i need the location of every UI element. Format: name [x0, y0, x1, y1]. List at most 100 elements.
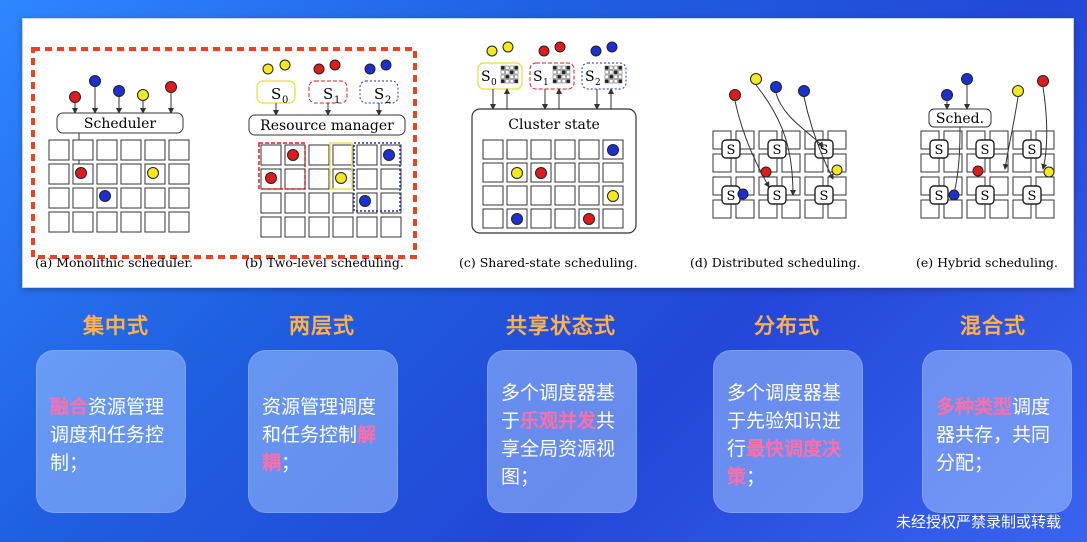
- highlight-dashed-frame: [31, 47, 417, 259]
- mini-state-cell: [613, 70, 618, 75]
- grid-cell: [554, 162, 576, 183]
- mini-state-cell: [557, 65, 562, 70]
- mini-state-cell: [609, 70, 614, 75]
- scheduler-node: [975, 185, 995, 205]
- c-s2-label: S: [585, 69, 595, 85]
- card-text-distributed: 多个调度器基于先验知识进行最快调度决策；: [727, 382, 842, 488]
- grid-cell: [120, 139, 142, 161]
- c-s2-subscript: 2: [595, 78, 601, 88]
- mini-state-cell: [552, 74, 557, 79]
- card-text-hybrid: 多种类型调度器共存，共同分配；: [936, 396, 1051, 474]
- scheduler-node-label: S: [1028, 189, 1037, 204]
- card-centralized: 融合资源管理调度和任务控制；: [36, 350, 186, 513]
- mini-state-cell: [609, 65, 614, 70]
- two-level-diagram: S 0 S 1 S 2 Resource manager: [248, 59, 406, 238]
- mini-state-cell: [604, 79, 609, 84]
- grid-cell: [120, 211, 142, 233]
- mini-state-cell: [566, 65, 571, 70]
- scheduler-node: [814, 185, 834, 205]
- mini-state-cell: [566, 79, 571, 84]
- scheduling-diagrams: Scheduler (a) Monolithic scheduler. S 0 …: [31, 41, 1058, 270]
- grid-cell: [554, 208, 576, 229]
- s1-subscript: 1: [334, 95, 340, 106]
- grid-cell: [530, 185, 552, 206]
- card-shared-state: 多个调度器基于乐观并发共享全局资源视图；: [487, 350, 637, 513]
- mini-state-cell: [613, 74, 618, 79]
- card-text-shared-state: 多个调度器基于乐观并发共享全局资源视图；: [501, 382, 616, 488]
- mini-state-cell: [609, 79, 614, 84]
- mini-state-cell: [604, 74, 609, 79]
- mini-state-cell: [514, 70, 519, 75]
- highlight-text: 融合: [50, 396, 89, 418]
- s2-subscript: 2: [385, 95, 391, 106]
- grid-cell: [260, 216, 282, 238]
- grid-cell: [96, 211, 118, 233]
- mini-state-cell: [509, 70, 514, 75]
- grid-cell: [72, 139, 94, 161]
- mini-state-cell: [552, 79, 557, 84]
- grid-cell: [827, 199, 847, 219]
- mini-state-cell: [561, 65, 566, 70]
- mini-state-cell: [505, 79, 510, 84]
- mini-state-cell: [561, 70, 566, 75]
- mini-state-cell: [618, 79, 623, 84]
- scheduler-node-label: S: [935, 189, 944, 204]
- card-two-level: 资源管理调度和任务控制解耦；: [248, 350, 398, 513]
- mini-state-cell: [566, 74, 571, 79]
- highlight-text: 乐观并发: [520, 410, 597, 432]
- grid-cell: [48, 187, 70, 209]
- grid-cell: [332, 192, 354, 214]
- mini-state-cell: [552, 70, 557, 75]
- scheduler-node-label: S: [935, 143, 944, 158]
- mini-state-cell: [509, 79, 514, 84]
- grid-cell: [168, 163, 190, 185]
- grid-cell: [482, 185, 504, 206]
- card-distributed: 多个调度器基于先验知识进行最快调度决策；: [713, 350, 863, 513]
- grid-cell: [380, 216, 402, 238]
- grid-cell: [578, 139, 600, 160]
- mini-state-cell: [557, 79, 562, 84]
- highlight-text: 解耦: [262, 424, 377, 474]
- grid-cell: [380, 192, 402, 214]
- category-title-shared-state: 共享状态式: [506, 314, 616, 338]
- mini-state-cell: [500, 74, 505, 79]
- grid-cell: [602, 208, 624, 229]
- grid-cell: [506, 139, 528, 160]
- mini-state-cell: [618, 65, 623, 70]
- grid-cell: [482, 208, 504, 229]
- mini-state-cell: [552, 65, 557, 70]
- grid-cell: [96, 139, 118, 161]
- cluster-state-label: Cluster state: [508, 117, 600, 133]
- caption-c: (c) Shared-state scheduling.: [459, 255, 638, 270]
- mini-state-cell: [604, 70, 609, 75]
- grid-cell: [482, 162, 504, 183]
- grid-cell: [144, 211, 166, 233]
- grid-cell: [943, 153, 963, 173]
- grid-cell: [284, 192, 306, 214]
- mini-state-cell: [613, 79, 618, 84]
- grid-cell: [578, 185, 600, 206]
- scheduler-node: [767, 139, 787, 159]
- grid-cell: [144, 187, 166, 209]
- scheduler-node-label: S: [773, 189, 782, 204]
- category-title-hybrid: 混合式: [960, 314, 1026, 338]
- category-title-two-level: 两层式: [289, 314, 355, 338]
- grid-cell: [356, 168, 378, 190]
- shared-state-diagram: S 0 S 1 S 2 Cluster state: [471, 41, 637, 234]
- scheduler-node-label: S: [981, 189, 990, 204]
- mini-state-cell: [514, 74, 519, 79]
- caption-a: (a) Monolithic scheduler.: [35, 255, 193, 270]
- s0-subscript: 0: [282, 95, 288, 106]
- scheduler-node: [1022, 139, 1042, 159]
- grid-cell: [284, 216, 306, 238]
- mini-state-cell: [509, 74, 514, 79]
- grid-cell: [308, 216, 330, 238]
- mini-state-cell: [505, 74, 510, 79]
- grid-cell: [168, 139, 190, 161]
- grid-cell: [989, 199, 1009, 219]
- grid-cell: [144, 139, 166, 161]
- mini-state-cell: [514, 65, 519, 70]
- monolithic-diagram: Scheduler: [48, 75, 190, 233]
- grid-cell: [48, 139, 70, 161]
